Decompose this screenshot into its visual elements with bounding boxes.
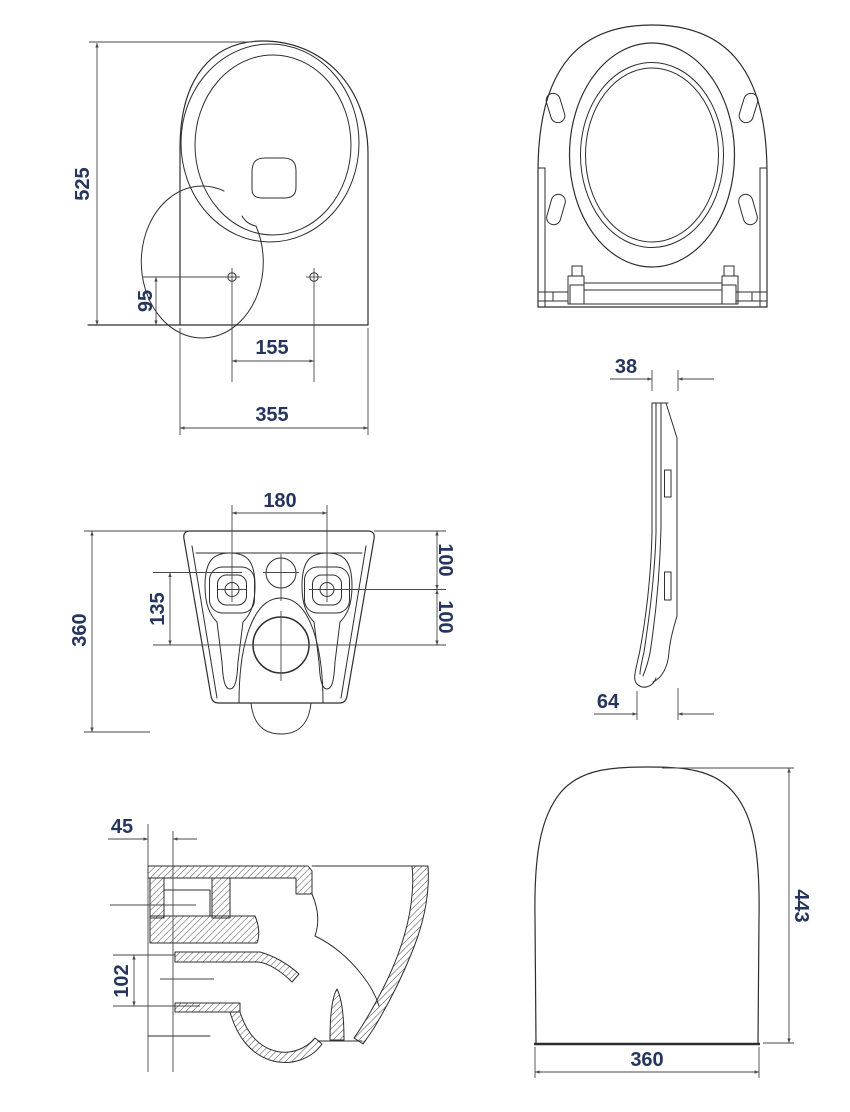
seat-rim-outer	[180, 43, 360, 243]
seat-rim-inner	[194, 54, 352, 236]
bowl-inner-hook	[241, 215, 257, 227]
seat-slot-top-right	[738, 92, 759, 124]
cross-section-view: 45 102	[108, 816, 429, 1072]
dim-hole-offset: 95	[135, 290, 157, 312]
dim-seat-bottom-thickness: 64	[597, 691, 620, 713]
drain-hole	[251, 157, 297, 199]
seat-ring-inner-2	[585, 67, 719, 243]
section-weir	[329, 988, 345, 1041]
seat-profile-back	[652, 402, 678, 683]
seat-ring-outer	[568, 42, 736, 268]
bowl-inner-edge	[140, 185, 264, 339]
lid-profile-inner	[639, 402, 657, 675]
section-flush-channel	[174, 951, 300, 983]
seat-plan-view	[537, 24, 768, 308]
dim-fixing-depth: 45	[111, 816, 133, 838]
dim-bolt-spacing: 180	[263, 490, 296, 512]
inlet-channel	[163, 889, 211, 917]
seat-slot-top-left	[545, 92, 566, 124]
dim-outline-depth: 443	[790, 889, 812, 922]
seat-ring-inner-1	[580, 62, 724, 248]
dim-hole-spacing: 155	[255, 337, 288, 359]
seat-bumper-lower	[664, 571, 672, 601]
seat-side-profile-view: 38 64	[594, 356, 714, 720]
dim-offset-bottom: 100	[434, 600, 456, 633]
seat-outline-view: 443 360	[534, 766, 812, 1078]
seat-slot-bottom-left	[546, 193, 566, 226]
dim-bowl-height: 525	[72, 167, 94, 200]
section-front-wall	[353, 865, 429, 1045]
outlet-bottom	[250, 702, 312, 735]
dim-bowl-width: 355	[255, 404, 288, 426]
silhouette-outline	[534, 766, 760, 1044]
rear-keyhole-left	[204, 552, 256, 690]
dim-outlet-offset: 102	[111, 964, 133, 997]
rear-view: 180 360 135 100 100	[69, 490, 456, 735]
outlet-dome	[238, 597, 324, 704]
seat-outline	[537, 24, 768, 308]
section-trap	[229, 1011, 323, 1063]
bowl-body-outline	[179, 40, 369, 326]
seat-profile-line	[642, 402, 662, 677]
dim-offset-top: 100	[434, 543, 456, 576]
dim-outline-width: 360	[630, 1049, 663, 1071]
seat-slot-bottom-right	[738, 193, 758, 226]
rear-body-outline	[183, 530, 375, 704]
bowl-plan-view: 525 95 155 355	[72, 40, 369, 435]
dim-offset-mid: 135	[147, 592, 169, 625]
lid-profile-outer	[634, 402, 657, 688]
seat-bumper-upper	[664, 469, 672, 498]
dim-seat-top-thickness: 38	[615, 356, 637, 378]
dim-rear-height: 360	[69, 613, 91, 646]
seat-hinge-assembly	[538, 265, 767, 305]
